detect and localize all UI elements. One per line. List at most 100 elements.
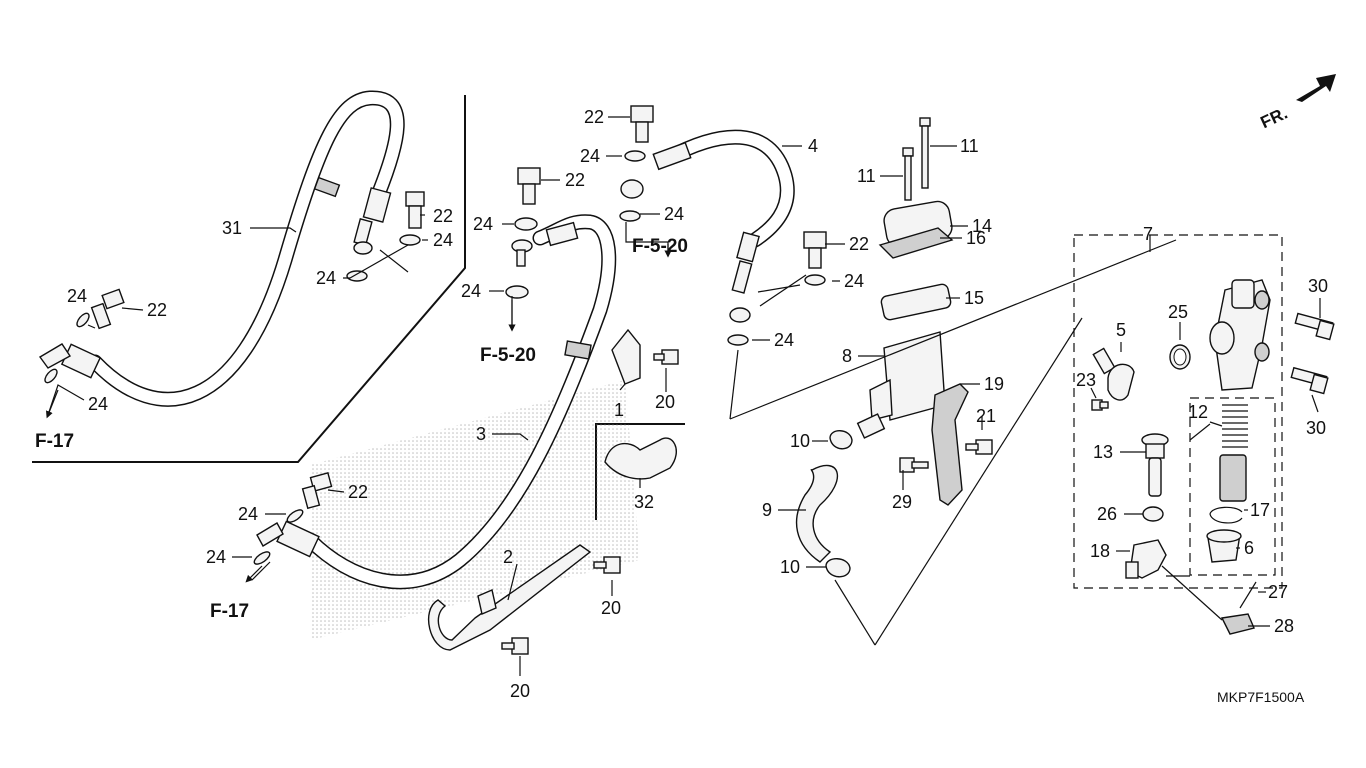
front-arrow-icon <box>1296 74 1336 102</box>
callout-9: 9 <box>762 500 772 520</box>
callout-27: 27 <box>1268 582 1288 602</box>
ref-f17-lower: F-17 <box>210 601 249 622</box>
bolt-11-a <box>919 117 931 189</box>
callout-30-upper: 30 <box>1308 276 1328 296</box>
washer-24-inset-c <box>76 312 90 328</box>
callout-26: 26 <box>1097 504 1117 524</box>
ref-arrow-f17-lower <box>245 565 263 583</box>
washer-24-left-lower-b <box>253 551 271 565</box>
callout-14: 14 <box>972 216 992 236</box>
assembly-line-clip <box>834 579 876 646</box>
callout-30-lower: 30 <box>1306 418 1326 438</box>
callout-2: 2 <box>503 547 513 567</box>
spring-12 <box>1222 404 1248 448</box>
washer-24-inset-b <box>346 270 368 282</box>
plate-2 <box>427 544 592 651</box>
callout-20-plate-b: 20 <box>510 681 530 701</box>
bracket-19 <box>931 383 969 506</box>
washer-24-left-lower-a <box>286 509 304 523</box>
washer-24-mid-b <box>505 285 529 299</box>
assembly-line-right <box>874 317 1083 646</box>
callout-24-inset-c: 24 <box>67 286 87 306</box>
callout-18: 18 <box>1090 541 1110 561</box>
bolt-30-upper <box>1294 312 1335 341</box>
diagram-code: MKP7F1500A <box>1217 689 1305 705</box>
bolt-20-plate-a <box>593 556 621 574</box>
callout-31: 31 <box>222 218 242 238</box>
callout-19: 19 <box>984 374 1004 394</box>
bolt-29 <box>899 457 929 473</box>
clip-10-upper <box>829 430 853 450</box>
callout-24-left-lower-b: 24 <box>206 547 226 567</box>
callout-24-right-a: 24 <box>844 271 864 291</box>
push-rod-13 <box>1141 433 1169 497</box>
callout-25: 25 <box>1168 302 1188 322</box>
clamp-1 <box>611 328 641 385</box>
callout-4: 4 <box>808 136 818 156</box>
bolt-21 <box>965 439 993 455</box>
ref-arrow-f17-inset <box>45 389 59 419</box>
screw-23 <box>1091 399 1109 411</box>
bolt-22-inset-b <box>90 288 125 330</box>
callout-15: 15 <box>964 288 984 308</box>
assembly-line-upper <box>729 239 1177 420</box>
callout-22-left-lower: 22 <box>348 482 368 502</box>
callout-13: 13 <box>1093 442 1113 462</box>
callout-3: 3 <box>476 424 486 444</box>
callout-24-inset-d: 24 <box>88 394 108 414</box>
diaphragm-15 <box>880 283 952 321</box>
callout-28: 28 <box>1274 616 1294 636</box>
hose-3 <box>256 214 617 590</box>
clip-10-lower <box>825 558 851 578</box>
plate-16 <box>878 227 954 259</box>
washer-24-right-b <box>727 334 749 346</box>
front-indicator: FR. <box>1258 103 1291 132</box>
hose-4 <box>620 129 795 323</box>
assembly-12-box <box>1189 397 1276 576</box>
assembly-7-box <box>1073 234 1283 589</box>
callout-23: 23 <box>1076 370 1096 390</box>
callout-24-right-b: 24 <box>774 330 794 350</box>
assembly-line-left <box>729 349 739 420</box>
callout-10-upper: 10 <box>790 431 810 451</box>
callout-20-plate-a: 20 <box>601 598 621 618</box>
callout-22-right: 22 <box>849 234 869 254</box>
callout-21: 21 <box>976 406 996 426</box>
master-cylinder-8 <box>856 331 946 439</box>
bolt-22-top <box>630 105 654 143</box>
piston-12 <box>1219 454 1247 502</box>
washer-24-top-b <box>619 210 641 222</box>
callout-22-inset-a: 22 <box>433 206 453 226</box>
callout-17: 17 <box>1250 500 1270 520</box>
inset-frame <box>32 95 466 463</box>
stipple-area <box>310 380 640 640</box>
bolt-22-mid <box>517 167 541 205</box>
o-ring-25-inner <box>1173 348 1187 366</box>
bolt-20-plate-b <box>501 637 529 655</box>
bolt-30-lower <box>1290 366 1329 395</box>
callout-10-lower: 10 <box>780 557 800 577</box>
callout-16: 16 <box>966 228 986 248</box>
callout-1: 1 <box>614 400 624 420</box>
callout-5: 5 <box>1116 320 1126 340</box>
tube-9 <box>795 464 839 563</box>
callout-24-left-lower-a: 24 <box>238 504 258 524</box>
callout-6: 6 <box>1244 538 1254 558</box>
washer-24-top-a <box>624 150 646 162</box>
circlip-17 <box>1209 506 1243 524</box>
callout-24-mid-b: 24 <box>461 281 481 301</box>
clip-28 <box>1220 613 1255 635</box>
washer-24-right-a <box>804 274 826 286</box>
callout-8: 8 <box>842 346 852 366</box>
callout-22-inset-b: 22 <box>147 300 167 320</box>
callout-29: 29 <box>892 492 912 512</box>
callout-24-top-b: 24 <box>664 204 684 224</box>
bolt-22-right <box>803 231 827 269</box>
leader-lines <box>47 116 1321 676</box>
bolt-22-inset-a <box>405 191 425 229</box>
bolt-22-left-lower <box>301 472 333 510</box>
washer-24-mid-a <box>514 217 538 231</box>
callout-24-inset-a: 24 <box>433 230 453 250</box>
callout-24-inset-b: 24 <box>316 268 336 288</box>
